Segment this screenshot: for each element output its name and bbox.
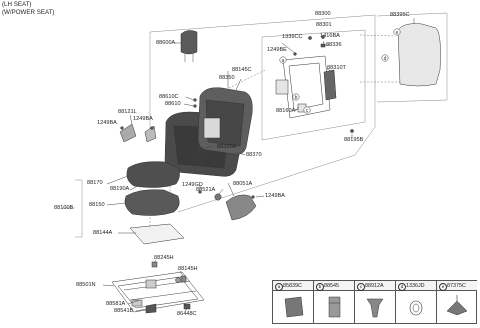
callout-88100b: 88100B [54,205,74,211]
clip-icon [284,296,304,318]
fastener-icon [328,296,341,318]
callout-1249gd: 1249GD [182,182,203,188]
svg-text:d: d [384,56,387,62]
callout-88145c: 88145C [232,67,252,73]
legend-code: 88912A [365,282,384,289]
side-shield [225,194,257,221]
guide-88610c [193,98,197,102]
legend-letter: d [398,282,406,291]
svg-text:a: a [282,58,285,64]
callout-88310t: 88310T [327,65,346,71]
callout-88245h: 88245H [154,255,174,261]
screw-1249be [293,52,297,56]
screw-1249ba-left [120,126,124,130]
callout-88541b: 88541B [114,308,134,314]
cushion-bracket [75,179,83,238]
callout-1249ba-mid: 1249BA [133,116,153,122]
guide-88610 [193,104,197,108]
legend-letter: b [316,282,324,291]
legend-letter: e [439,282,447,291]
callout-1249be: 1249BE [267,47,287,53]
retainer-icon [446,300,468,316]
bracket-86448c [183,303,191,310]
callout-88051a: 88051A [233,181,253,187]
clip-88336 [320,43,326,48]
callout-88610c: 88610C [159,94,179,100]
legend-code: 87375C [447,282,466,289]
callout-1249ba-right: 1249BA [265,193,285,199]
svg-text:b: b [295,95,298,101]
push-clip-icon [366,298,384,318]
svg-text:c: c [306,108,309,114]
callout-88395c: 88395C [390,12,410,18]
legend-code: 85839C [283,282,302,289]
screw-1249ba-right [251,195,255,199]
screw-1339cc [308,36,312,40]
callout-1416ba: 1416BA [320,33,340,39]
callout-88145h: 88145H [178,266,198,272]
bolt-1416ba [321,35,325,39]
marker-d [381,54,389,62]
bolt-88541b [145,303,157,314]
callout-88170: 88170 [87,180,103,186]
marker-e [393,28,401,36]
callout-1339cc: 1339CC [282,34,303,40]
callout-1249ba-left: 1249BA [97,120,117,126]
callout-88195b: 88195B [344,137,364,143]
callout-88581a: 88581A [106,301,126,307]
legend-code: 1336JD [406,282,425,289]
back-frame-box [261,29,366,141]
seat-cushion [124,161,180,216]
marker-a [279,56,287,64]
side-trim [323,69,337,101]
callout-88336: 88336 [326,42,342,48]
legend-letter: a [275,282,283,291]
callout-88350: 88350 [219,75,235,81]
seat-track-frame [111,271,205,313]
screw-1249ba-mid [150,126,154,130]
callout-88501n: 88501N [76,282,96,288]
screw-1249gd [198,190,202,194]
seat-pan-cover [129,223,185,245]
marker-b [292,93,300,101]
callout-88390a: 88390A [217,144,237,150]
callout-88610: 88610 [165,101,181,107]
seat-side-label: (LH SEAT) [2,1,32,8]
clip-88145h [180,275,187,283]
bolt-88195b [350,129,354,133]
callout-88190a: 88190A [110,186,130,192]
headrest [180,30,198,62]
callout-86448c: 86448C [177,311,197,317]
callout-88521a: 88521A [196,187,216,193]
callout-88121l: 88121L [118,109,137,115]
callout-88370: 88370 [246,152,262,158]
lumbar-support [203,117,221,139]
svg-text:e: e [396,30,399,36]
callout-88160a: 88160A [276,108,296,114]
legend-letter: c [357,282,365,291]
seat-type-label: (W/POWER SEAT) [2,9,55,16]
back-board-box [376,12,448,103]
ring-icon [409,300,423,316]
legend-code: 88545 [324,282,339,289]
assembly-frame [149,14,376,213]
callout-88144a: 88144A [93,230,113,236]
recliner-cover [119,123,137,143]
marker-c [303,106,311,114]
back-board [397,23,441,87]
adjust-knob [214,193,222,201]
callout-88600a: 88600A [156,40,176,46]
callout-88150: 88150 [89,202,105,208]
callout-88301: 88301 [316,22,332,28]
clip-88245h [151,261,158,268]
callout-88300: 88300 [315,11,331,17]
